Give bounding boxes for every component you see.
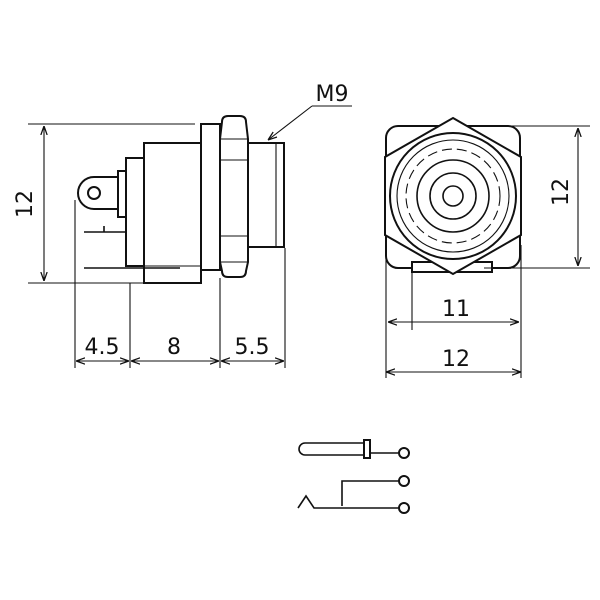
hex-nut bbox=[219, 115, 249, 278]
rear-body bbox=[125, 157, 145, 267]
rear-cap bbox=[117, 170, 127, 218]
front-height-label: 12 bbox=[549, 178, 574, 206]
terminal-1 bbox=[398, 447, 410, 459]
schematic-pin bbox=[298, 442, 364, 456]
terminal-2 bbox=[398, 475, 410, 487]
dim-thread-label: 5.5 bbox=[235, 335, 270, 360]
schematic-pin-collar bbox=[363, 439, 371, 459]
terminal-3 bbox=[398, 502, 410, 514]
dim-body-label: 8 bbox=[167, 335, 181, 360]
dim-pins-label: 4.5 bbox=[85, 335, 120, 360]
front-ring-inner bbox=[416, 159, 490, 233]
schematic-symbol bbox=[297, 439, 410, 514]
side-height-label: 12 bbox=[13, 190, 38, 218]
front-view: 12 11 12 bbox=[384, 116, 590, 378]
schematic-sleeve bbox=[297, 494, 398, 509]
center-pin bbox=[442, 185, 464, 207]
solder-lug bbox=[77, 176, 121, 210]
thread-label: M9 bbox=[316, 82, 349, 107]
main-body bbox=[143, 142, 202, 284]
side-view: 12 4.5 8 5.5 M9 bbox=[13, 82, 352, 368]
thread-leader bbox=[268, 105, 313, 140]
width-inner-label: 11 bbox=[442, 297, 470, 322]
threaded-sleeve bbox=[247, 142, 285, 248]
pins bbox=[84, 226, 180, 269]
flange bbox=[200, 123, 221, 271]
front-ring-outer bbox=[389, 132, 517, 260]
schematic-switch bbox=[341, 480, 398, 506]
width-outer-label: 12 bbox=[442, 347, 470, 372]
